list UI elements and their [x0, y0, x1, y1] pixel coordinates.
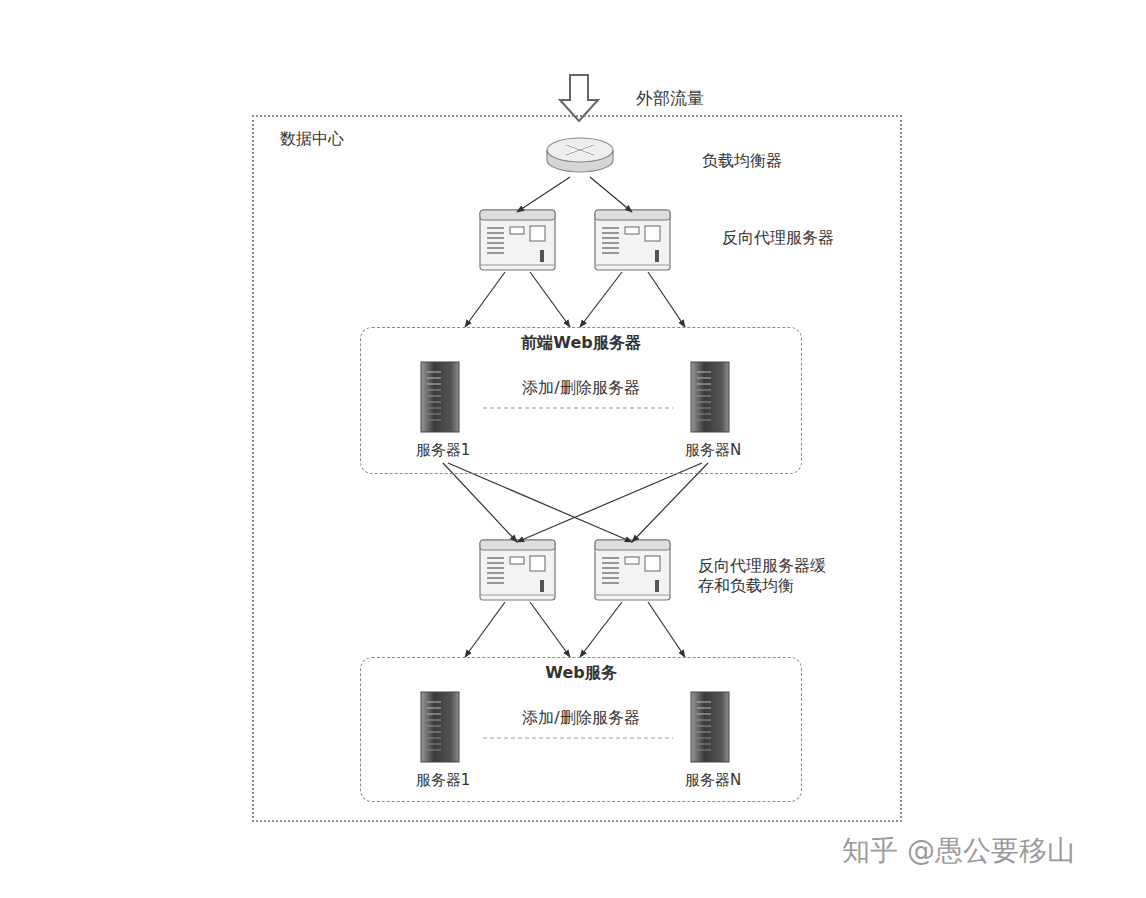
flow-arrow	[632, 463, 708, 542]
watermark: 知乎 @愚公要移山	[842, 832, 1075, 870]
traffic-label: 外部流量	[636, 87, 704, 110]
server-group: 前端Web服务器添加/删除服务器服务器1 服务器N	[360, 327, 802, 474]
flow-arrow	[517, 463, 702, 542]
node-label: 前端Web服务器	[361, 333, 801, 353]
node-note: 添加/删除服务器	[361, 708, 801, 728]
node-label: 反向代理服务器缓存和负载均衡	[698, 556, 834, 596]
node-label: Web服务	[361, 663, 801, 683]
flow-arrow	[580, 272, 622, 327]
node-label: 服务器N	[673, 441, 753, 460]
server-box: 服务器N	[673, 363, 753, 463]
server-box: 服务器N	[673, 693, 753, 793]
node-label: 反向代理服务器	[722, 228, 834, 248]
flow-arrow	[590, 177, 632, 212]
dashed-link	[483, 737, 673, 738]
router-node: 负载均衡器	[547, 137, 617, 177]
flow-arrow	[465, 602, 505, 657]
node-label: 数据中心	[280, 129, 344, 149]
flow-arrow	[530, 272, 570, 327]
proxy-group: 反向代理服务器	[480, 212, 680, 272]
server-group: Web服务添加/删除服务器服务器1 服务器N	[360, 657, 802, 802]
flow-arrow	[580, 602, 622, 657]
flow-arrow	[448, 463, 632, 542]
server-box: 服务器1	[403, 363, 483, 463]
node-note: 添加/删除服务器	[361, 378, 801, 398]
dashed-link	[483, 407, 673, 408]
flow-arrow	[648, 602, 685, 657]
flow-arrow	[648, 272, 685, 327]
server-box: 服务器1	[403, 693, 483, 793]
flow-arrow	[530, 602, 570, 657]
flow-arrow	[465, 272, 505, 327]
datacenter-region: 数据中心负载均衡器反向代理服务器前端Web服务器添加/删除服务器服务器1服务器N…	[252, 115, 902, 822]
node-label: 负载均衡器	[702, 151, 782, 171]
proxy-group: 反向代理服务器缓存和负载均衡	[480, 542, 680, 602]
node-label: 服务器N	[673, 771, 753, 790]
flow-arrow	[443, 463, 517, 542]
node-label: 服务器1	[403, 441, 483, 460]
node-label: 服务器1	[403, 771, 483, 790]
flow-arrow	[517, 177, 570, 212]
